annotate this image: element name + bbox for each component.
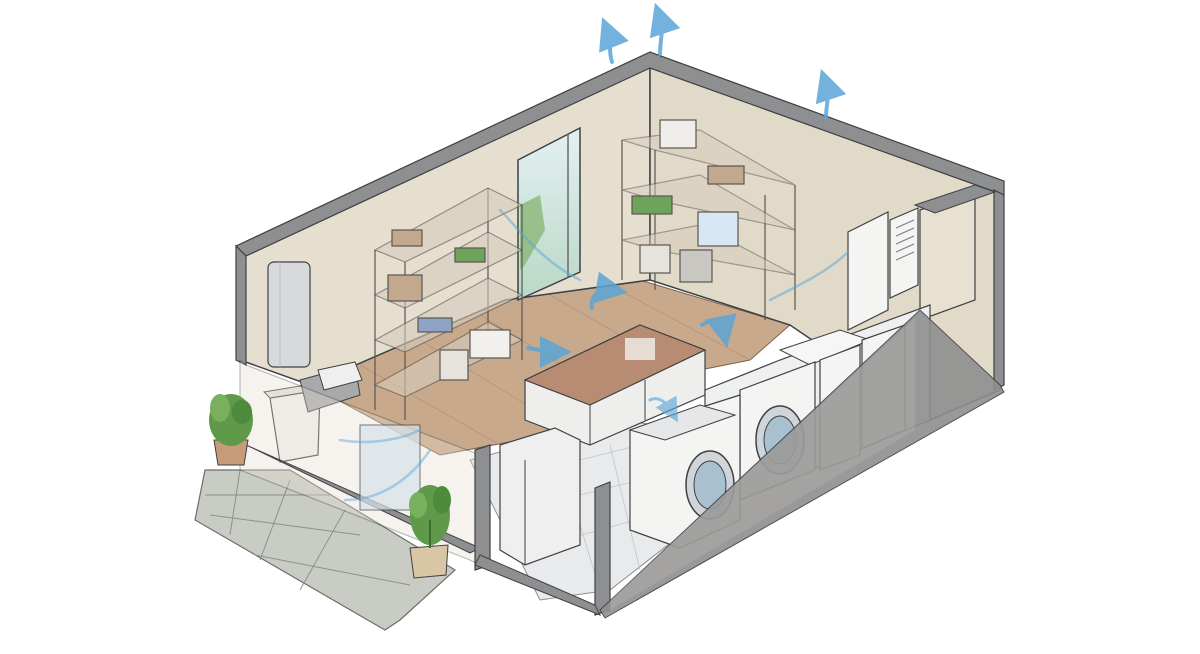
shelving-unit-left (373, 187, 524, 420)
front-cabinet (359, 424, 581, 566)
potted-plant-right (409, 485, 451, 579)
roof-vent-arrow-2 (649, 2, 681, 56)
patio (194, 469, 456, 631)
floor-flow-arrow-2 (700, 313, 737, 348)
roof-vent-arrow-3 (815, 68, 847, 120)
wall-cut-top (234, 51, 1005, 391)
airflow (338, 2, 850, 502)
floor-flow-arrow-1 (589, 271, 628, 310)
water-heater (267, 261, 311, 368)
roof-vent-arrow-1 (599, 17, 629, 64)
shelving-unit-right (621, 119, 796, 320)
potted-plant-left (209, 394, 253, 466)
floor-flow-arrow-3 (526, 335, 572, 368)
sink-cabinet-left (299, 361, 363, 413)
kitchen-island (523, 324, 707, 446)
wall-cabinet-right (847, 207, 919, 331)
sliding-door (517, 126, 581, 302)
floor-flow-arrow-4 (498, 208, 582, 282)
